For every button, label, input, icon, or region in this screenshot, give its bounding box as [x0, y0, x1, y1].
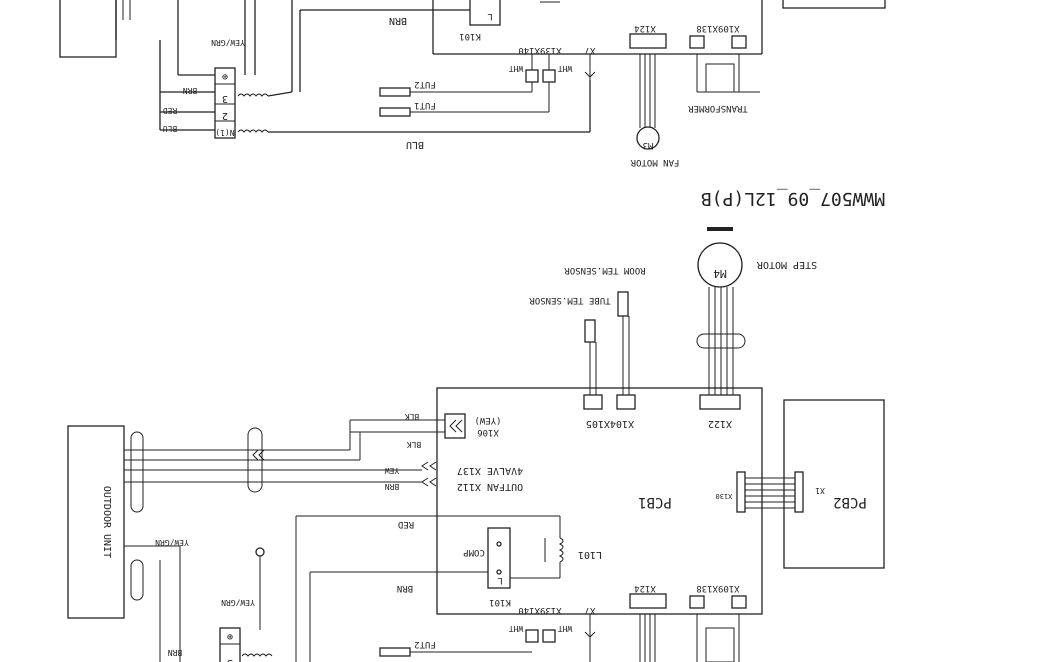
wht1-top: WHT — [509, 64, 524, 73]
brn-label: BRN — [385, 482, 400, 491]
brn-small-bottom: BRN — [168, 648, 183, 657]
conn-x138-top — [731, 35, 747, 49]
wire-blu-small-top: BLU — [163, 124, 178, 133]
relay-l-top: L — [487, 11, 492, 21]
transformer-top — [705, 63, 735, 93]
conn-x138-bottom — [731, 595, 747, 609]
fuse-fut1-top — [379, 107, 411, 117]
transformer-label: TRANSFORMER — [688, 103, 748, 113]
wht1-bottom: WHT — [509, 624, 524, 633]
x104x105-label: X104X105 — [586, 418, 634, 429]
wire-blu-top: BLU — [406, 139, 424, 150]
wire-brn-small-top: BRN — [183, 86, 198, 95]
fut2-bottom: FUT2 — [414, 639, 436, 649]
conn-x124-top — [629, 33, 667, 49]
x109x138-bottom: X109X138 — [696, 583, 739, 593]
fut1-top: FUT1 — [414, 100, 436, 110]
fut2-top: FUT2 — [414, 79, 436, 89]
conn-x140-bottom — [542, 629, 556, 643]
term-3-bottom: 3 — [227, 657, 233, 662]
terminal-block-bottom — [219, 627, 241, 662]
blk1-label: BLK — [405, 412, 420, 421]
fuse-fut2-top — [379, 87, 411, 97]
tube-sensor-label: TUBE TEM.SENSOR — [529, 295, 611, 305]
x124-bottom: X124 — [634, 583, 656, 593]
conn-x140-top — [542, 69, 556, 83]
conn-x106 — [444, 413, 466, 439]
fourvalve-label: 4VALVE X137 — [457, 465, 523, 476]
step-motor-m4 — [697, 242, 743, 288]
m3-label: M3 — [643, 140, 654, 150]
fan-motor-label: FAN MOTOR — [630, 157, 679, 167]
blk2-label: BLK — [407, 440, 422, 449]
l101-label: L101 — [578, 549, 602, 560]
wire-brn-top: BRN — [389, 15, 407, 26]
x124-top: X124 — [634, 23, 656, 33]
relay-l-bottom: L — [497, 575, 502, 585]
room-sensor-label: ROOM TEM.SENSOR — [564, 265, 646, 275]
term-2: 2 — [222, 110, 228, 121]
wire-yewgrn-top: YEW/GRN — [211, 38, 245, 47]
outfan-label: OUTFAN X112 — [457, 481, 523, 492]
relay-comp — [487, 527, 511, 589]
term-n1: N(1) — [215, 128, 234, 137]
x122-label: X122 — [708, 418, 732, 429]
k101-label-bottom: K101 — [489, 597, 511, 607]
top-diagram: ⊕ 3 2 N(1) BRN RED BLU YEW/GRN BLU BRN L… — [59, 0, 886, 209]
wire-red-small-top: RED — [163, 106, 178, 115]
x7-top: X7 — [585, 45, 596, 55]
bottom-diagram: M4 STEP MOTOR X122 ROOM TEM.SENSOR TUBE … — [67, 227, 885, 662]
x106-label: X106 — [477, 427, 499, 437]
tube-sensor — [584, 319, 596, 343]
x139x140-bottom: X139X140 — [518, 605, 561, 615]
yew-grn2-label: YEW/GRN — [221, 598, 255, 607]
outdoor-unit-label: OUTDOOR UNIT — [101, 486, 112, 558]
wht2-bottom: WHT — [558, 624, 573, 633]
pcb1-label: PCB1 — [638, 494, 672, 510]
x7-bottom: X7 — [585, 605, 596, 615]
yew-grn1-label: YEW/GRN — [155, 538, 189, 547]
comp-label: COMP — [463, 547, 485, 557]
relay-k101-top — [469, 0, 501, 26]
x1-label: X1 — [815, 486, 825, 495]
m4-label: M4 — [713, 267, 727, 280]
conn-x105 — [583, 394, 603, 410]
conn-x124-bottom — [629, 593, 667, 609]
k101-label-top: K101 — [459, 31, 481, 41]
red-label: RED — [398, 519, 414, 529]
step-motor-label: STEP MOTOR — [756, 259, 817, 270]
conn-x139-top — [525, 69, 539, 83]
fan-motor-m3 — [636, 126, 660, 150]
ground-symbol-bottom — [255, 547, 265, 557]
pcb1-board — [436, 387, 763, 615]
conn-x109-bottom — [689, 595, 705, 609]
conn-x122 — [699, 394, 741, 410]
conn-x109-top — [689, 35, 705, 49]
outdoor-unit-box — [67, 425, 125, 619]
outdoor-unit-box-top — [59, 0, 117, 58]
x130-label: X130 — [716, 492, 733, 500]
fuse-fut2-bottom — [379, 647, 411, 657]
x139x140-top: X139X140 — [518, 45, 561, 55]
x106-yew: (YEW) — [474, 415, 501, 425]
conn-x139-bottom — [525, 629, 539, 643]
ground-symbol: ⊕ — [222, 72, 228, 83]
term-3: 3 — [222, 93, 228, 104]
conn-x104 — [616, 394, 636, 410]
pcb2-label: PCB2 — [833, 494, 867, 510]
room-sensor — [617, 291, 629, 317]
brn2-label: BRN — [397, 583, 413, 593]
svg-text:⊕: ⊕ — [227, 632, 233, 643]
x109x138-top: X109X138 — [696, 23, 739, 33]
model-label: MWW507_09_12L(P)B — [701, 188, 885, 209]
wht2-top: WHT — [558, 64, 573, 73]
